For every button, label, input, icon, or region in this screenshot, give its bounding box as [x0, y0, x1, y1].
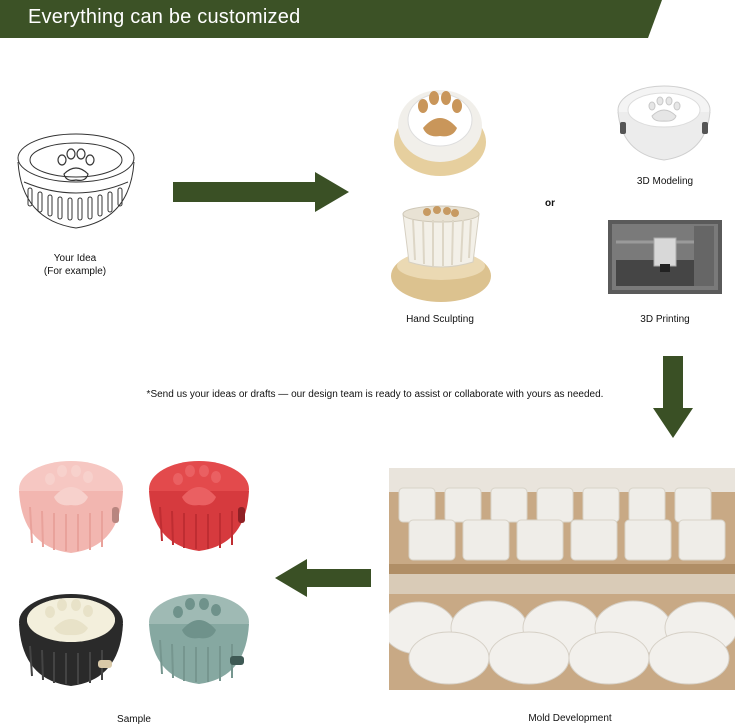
or-label: or [545, 198, 555, 209]
3d-printing-label: 3D Printing [640, 314, 690, 325]
sample-bowl-teal-image [146, 590, 252, 690]
hand-sculpt-top-image [393, 80, 487, 180]
hand-sculpting-label: Hand Sculpting [406, 314, 474, 325]
banner-shape [0, 0, 662, 38]
hand-sculpt-bottom-image [389, 200, 493, 304]
3d-modeling-label: 3D Modeling [636, 176, 694, 187]
3d-printer-image [608, 220, 722, 294]
sample-bowl-black-image [16, 590, 126, 690]
idea-sketch-image [14, 130, 138, 234]
your-idea-caption: Your Idea (For example) [20, 252, 130, 278]
arrow-right-icon [173, 172, 349, 212]
design-team-note: *Send us your ideas or drafts — our desi… [146, 389, 604, 400]
header-banner: Everything can be customized [0, 0, 750, 38]
mold-development-label: Mold Development [528, 713, 612, 724]
sample-bowl-red-image [146, 457, 252, 557]
sample-label: Sample [117, 714, 151, 725]
arrow-left-icon [275, 559, 371, 597]
your-idea-sublabel: (For example) [43, 266, 107, 277]
mold-development-image [389, 468, 735, 690]
arrow-down-icon [653, 356, 693, 438]
3d-model-image [614, 80, 714, 166]
page-title: Everything can be customized [28, 6, 301, 28]
your-idea-label: Your Idea [53, 253, 97, 264]
sample-bowl-pink-image [16, 457, 126, 557]
